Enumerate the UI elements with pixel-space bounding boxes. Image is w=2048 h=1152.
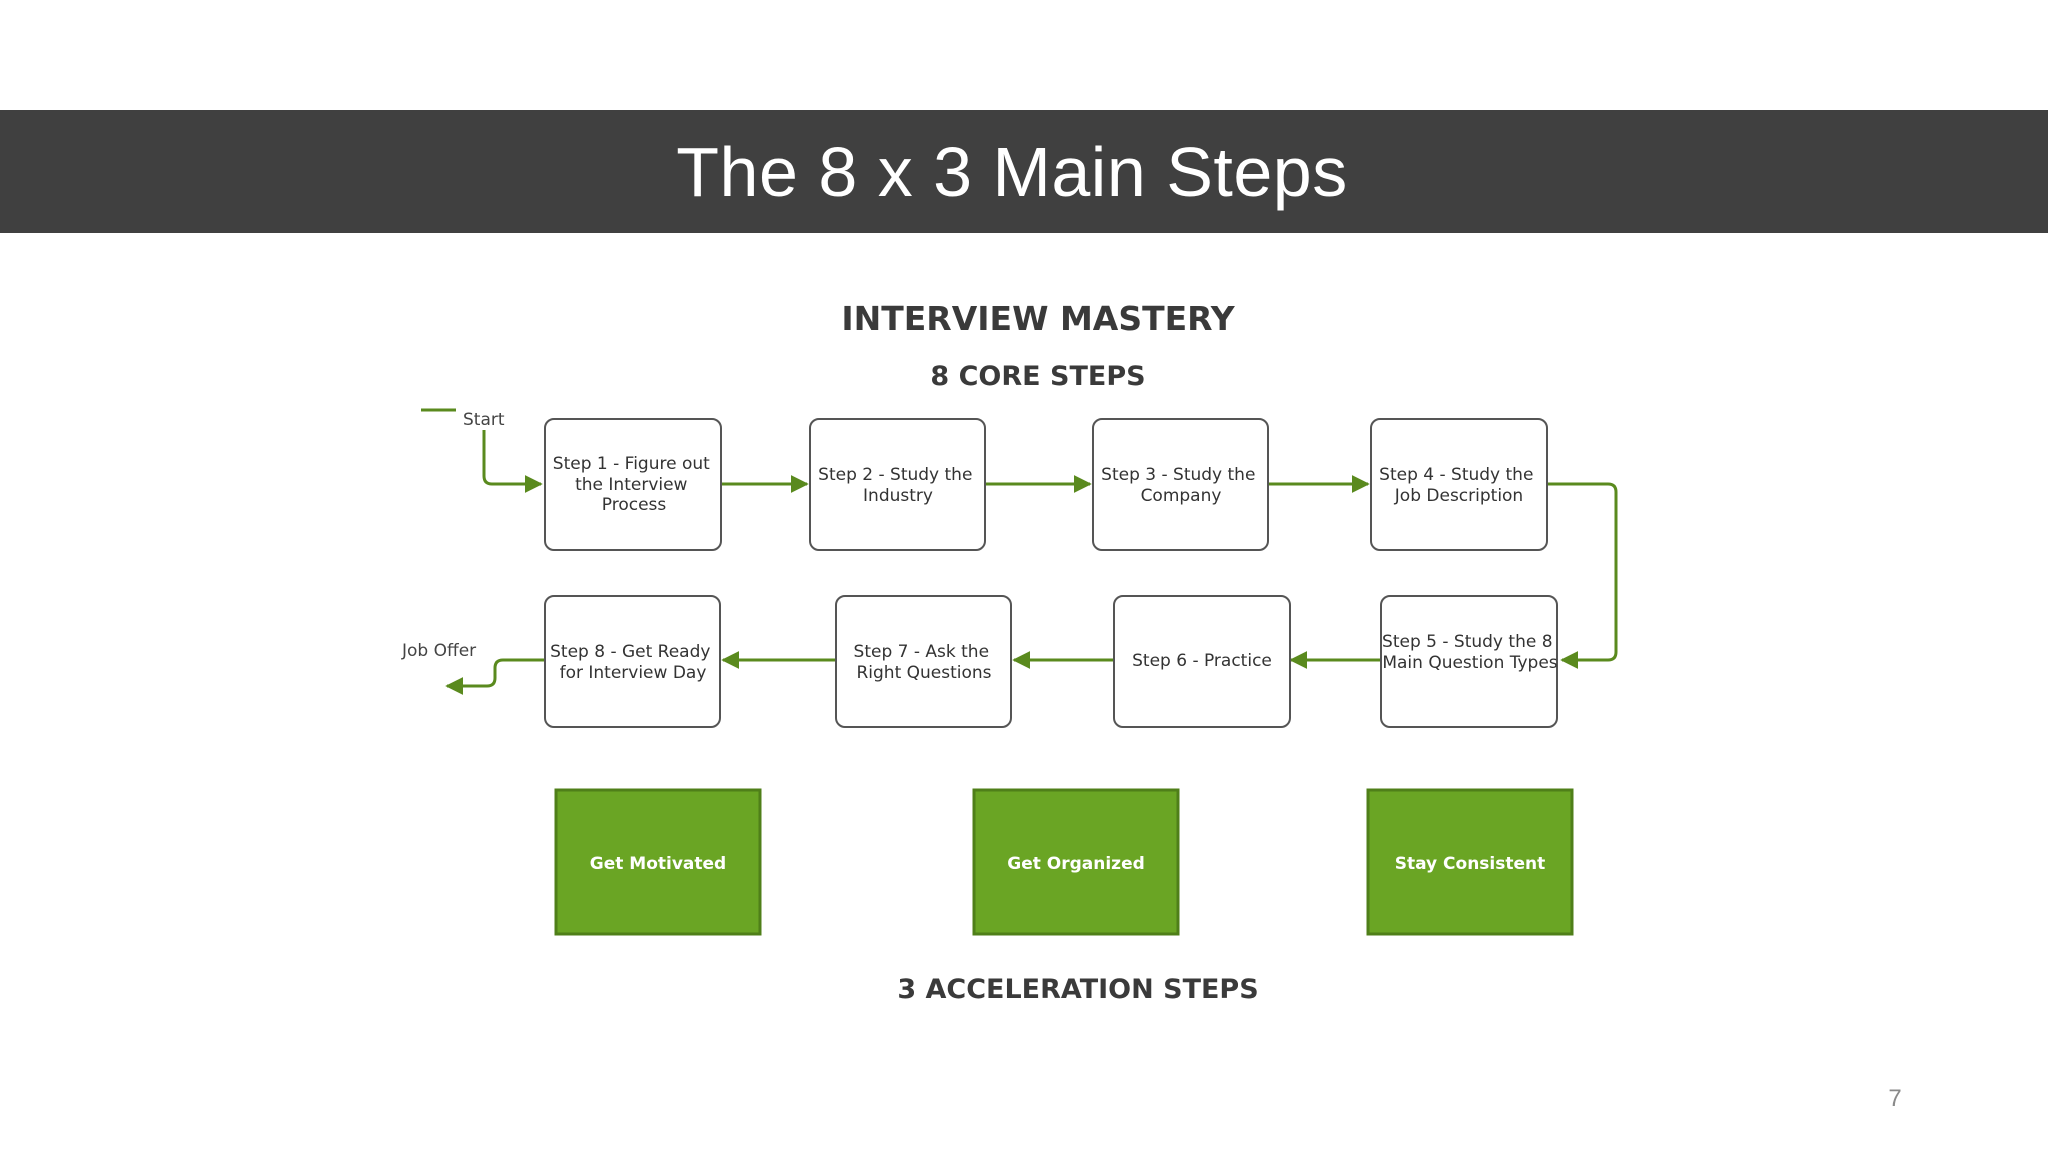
acceleration-label: Get Organized [1007, 854, 1145, 874]
step-box [1380, 595, 1558, 728]
core-step-7: Step 7 - Ask the Right Questions [835, 595, 1012, 728]
core-step-6: Step 6 - Practice [1113, 595, 1291, 728]
step-label: Step 4 - Study the Job Description [1379, 465, 1539, 506]
step-label-line: Right Questions [856, 663, 991, 683]
step-label-line: Industry [863, 486, 933, 506]
step-label-line: for Interview Day [560, 663, 707, 683]
acceleration-step-stay-consistent: Stay Consistent [1366, 788, 1574, 936]
step-label-line: Step 3 - Study the [1101, 465, 1255, 485]
acceleration-step-get-organized: Get Organized [972, 788, 1180, 936]
step-label-line: Step 6 - Practice [1132, 651, 1272, 671]
step-label-line: Step 8 - Get Ready [550, 642, 710, 662]
step-label-line: Step 4 - Study the [1379, 465, 1533, 485]
job-offer-label: Job Offer [401, 641, 476, 661]
step-label-line: Step 2 - Study the [818, 465, 972, 485]
step-label-line: Step 1 - Figure out [553, 454, 710, 474]
step-label-line: Step 7 - Ask the [854, 642, 990, 662]
core-step-4: Step 4 - Study the Job Description [1370, 418, 1548, 551]
acceleration-box [554, 788, 762, 936]
step-label: Step 8 - Get Ready for Interview Day [550, 642, 716, 683]
arrow-step4-to-step5 [1547, 482, 1618, 669]
step-box [544, 595, 721, 728]
core-step-8: Step 8 - Get Ready for Interview Day [544, 595, 721, 728]
end-arrow [445, 658, 544, 695]
step-label: Step 2 - Study the Industry [818, 465, 978, 506]
step-label-line: the Interview [575, 475, 687, 495]
step-box [1370, 418, 1548, 551]
step-box [1092, 418, 1269, 551]
step-label: Step 1 - Figure out the Interview Proces… [553, 454, 715, 515]
core-step-2: Step 2 - Study the Industry [809, 418, 986, 551]
page-number: 7 [1888, 1085, 1902, 1112]
step-label-line: Main Question Types [1382, 653, 1557, 673]
step-label-line: Step 5 - Study the 8 [1382, 632, 1552, 652]
step-box [835, 595, 1012, 728]
title-bar: The 8 x 3 Main Steps [0, 110, 2048, 233]
step-box [809, 418, 986, 551]
acceleration-steps-heading: 3 ACCELERATION STEPS [897, 974, 1258, 1005]
acceleration-label: Get Motivated [590, 854, 726, 874]
core-steps-heading: 8 CORE STEPS [930, 361, 1145, 392]
start-label: Start [463, 410, 505, 430]
core-step-5: Step 5 - Study the 8 Main Question Types [1380, 595, 1558, 728]
acceleration-label: Stay Consistent [1395, 854, 1546, 874]
step-label-line: Process [602, 495, 667, 515]
start-arrow [482, 430, 543, 493]
step-label: Step 7 - Ask the Right Questions [854, 642, 995, 683]
step-box [544, 418, 722, 551]
core-step-3: Step 3 - Study the Company [1092, 418, 1269, 551]
core-step-1: Step 1 - Figure out the Interview Proces… [544, 418, 722, 551]
step-label: Step 6 - Practice [1132, 651, 1272, 671]
diagram-heading: INTERVIEW MASTERY [841, 299, 1235, 338]
step-box [1113, 595, 1291, 728]
step-label-line: Company [1141, 486, 1222, 506]
slide-title: The 8 x 3 Main Steps [676, 132, 1348, 211]
step-label-line: Job Description [1394, 486, 1523, 506]
acceleration-box [972, 788, 1180, 936]
acceleration-step-get-motivated: Get Motivated [554, 788, 762, 936]
acceleration-box [1366, 788, 1574, 936]
step-label: Step 3 - Study the Company [1101, 465, 1261, 506]
step-label: Step 5 - Study the 8 Main Question Types [1382, 632, 1558, 673]
